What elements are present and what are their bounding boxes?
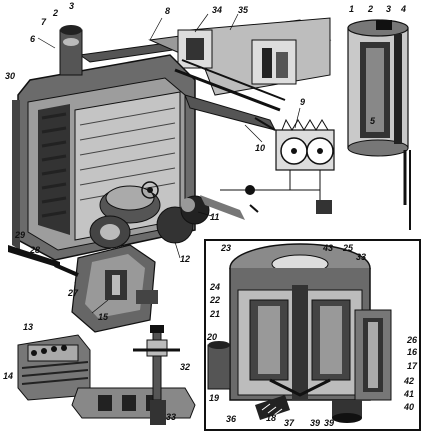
callout-43: 43 [322,243,333,253]
callout-3-right: 3 [386,4,391,14]
callout-6: 6 [30,34,36,44]
callout-27: 27 [67,288,79,298]
callout-36: 36 [226,414,237,424]
callout-37: 37 [284,418,295,428]
right-tubing [174,59,286,131]
callout-1: 1 [349,4,354,14]
callout-40: 40 [403,402,414,412]
callout-2-right: 2 [367,4,373,14]
pump-body [54,244,158,333]
callout-39: 39 [310,418,320,428]
callout-13: 13 [23,322,33,332]
callout-4: 4 [400,4,406,14]
callout-2-top: 2 [52,8,58,18]
callout-28: 28 [29,245,40,255]
callout-32: 32 [180,362,190,372]
callout-23: 23 [220,243,231,253]
callout-9: 9 [300,97,305,107]
callout-35: 35 [238,5,249,15]
callout-25: 25 [342,243,354,253]
cartridge-cutaway [347,19,411,230]
callout-24: 24 [209,282,220,292]
callout-5: 5 [370,116,376,126]
callout-16: 16 [407,347,418,357]
callout-33-inset: 33 [356,252,366,262]
callout-7: 7 [41,17,47,27]
callout-30: 30 [5,71,15,81]
callout-29: 29 [14,230,25,240]
callout-14: 14 [3,371,13,381]
callout-21: 21 [209,309,220,319]
dial-gauges [220,118,335,214]
callout-34: 34 [212,5,222,15]
callout-12: 12 [180,254,190,264]
inset-cutaway-compressor [207,243,392,423]
callout-18: 18 [266,413,276,423]
callout-17: 17 [407,361,418,371]
compressor-cluster [89,181,259,249]
valve-plate [71,325,196,425]
callout-41: 41 [403,389,414,399]
callout-19: 19 [209,393,219,403]
callout-labels: 3 2 7 6 30 8 34 35 1 2 3 4 5 9 10 11 12 … [3,1,418,428]
callout-26: 26 [406,335,418,345]
leader-lines [37,13,301,314]
callout-8: 8 [165,6,170,16]
callout-39b: 39 [324,418,334,428]
callout-11: 11 [210,212,219,222]
callout-15: 15 [98,312,109,322]
callout-33: 33 [166,412,176,422]
callout-42: 42 [403,376,414,386]
callout-3-top: 3 [69,1,74,11]
callout-10: 10 [255,143,265,153]
callout-20: 20 [206,332,217,342]
callout-22: 22 [209,295,220,305]
